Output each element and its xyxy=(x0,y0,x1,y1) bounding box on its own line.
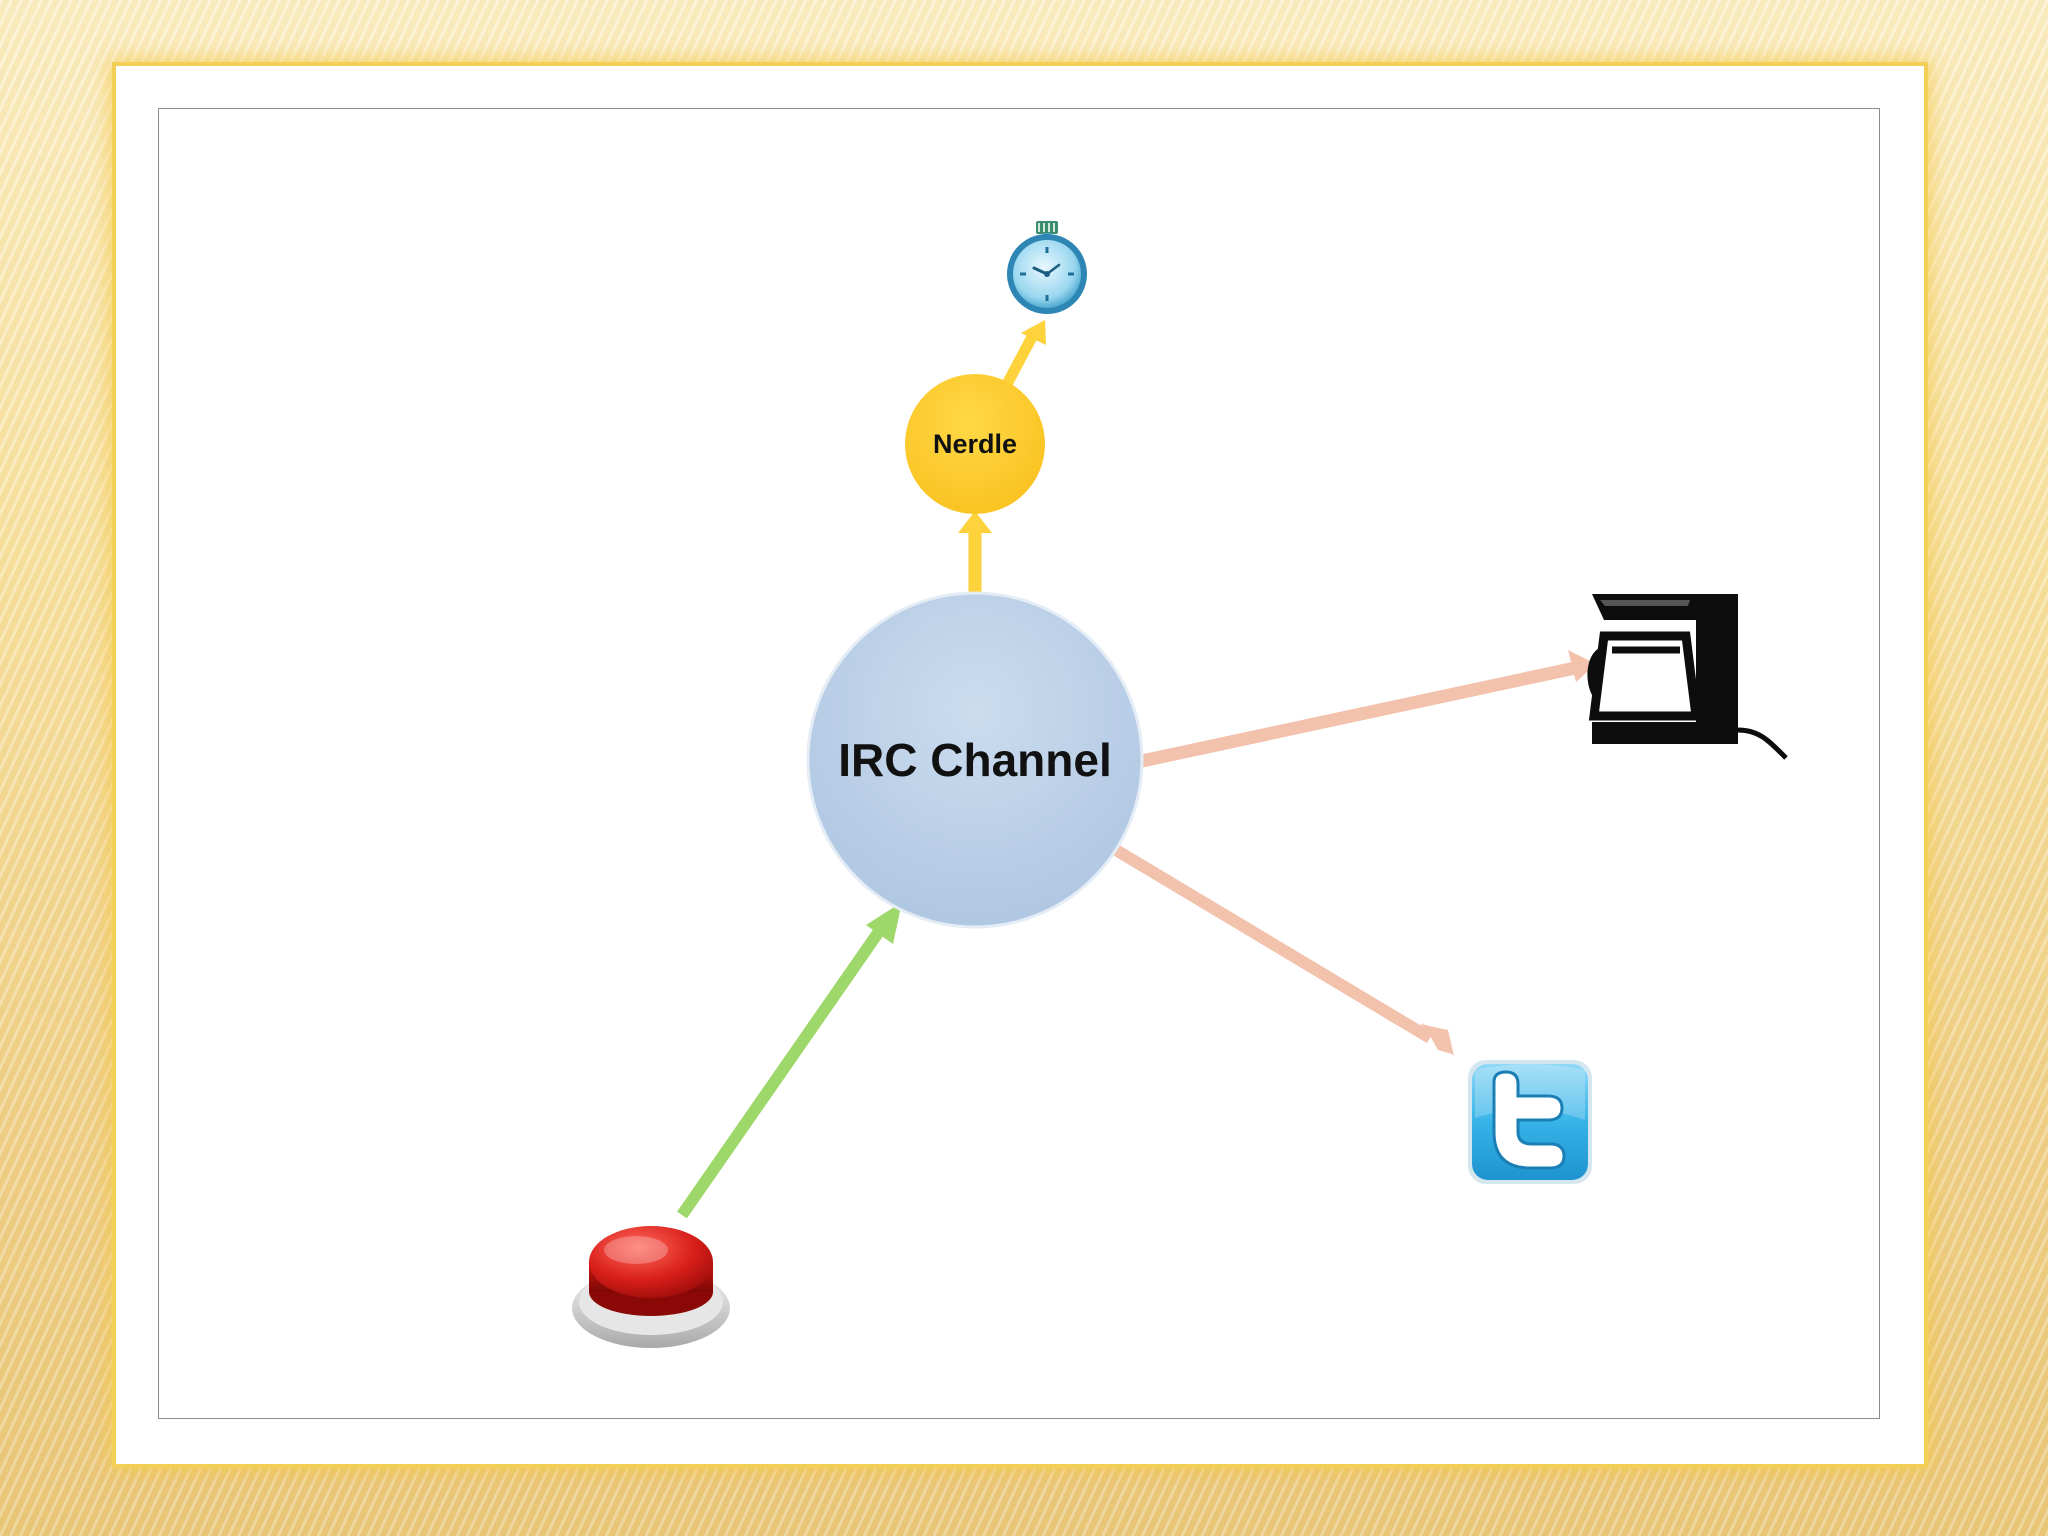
coffee-maker-icon xyxy=(1587,594,1788,760)
red-button-icon xyxy=(572,1226,730,1348)
stopwatch-icon xyxy=(1007,221,1087,314)
connector-hub-to-twitter xyxy=(1112,844,1454,1056)
hub-label: IRC Channel xyxy=(838,734,1111,786)
connector-button-to-hub xyxy=(677,902,902,1219)
connector-nerdle-to-stopwatch xyxy=(1001,320,1046,389)
connector-hub-to-coffee-maker xyxy=(1140,650,1596,768)
connector-hub-to-nerdle xyxy=(958,511,992,596)
diagram-frame xyxy=(158,108,1880,1419)
nerdle-node: Nerdle xyxy=(905,374,1045,514)
twitter-icon xyxy=(1468,1060,1592,1184)
hub-node: IRC Channel xyxy=(806,591,1144,929)
nerdle-label: Nerdle xyxy=(933,429,1017,459)
